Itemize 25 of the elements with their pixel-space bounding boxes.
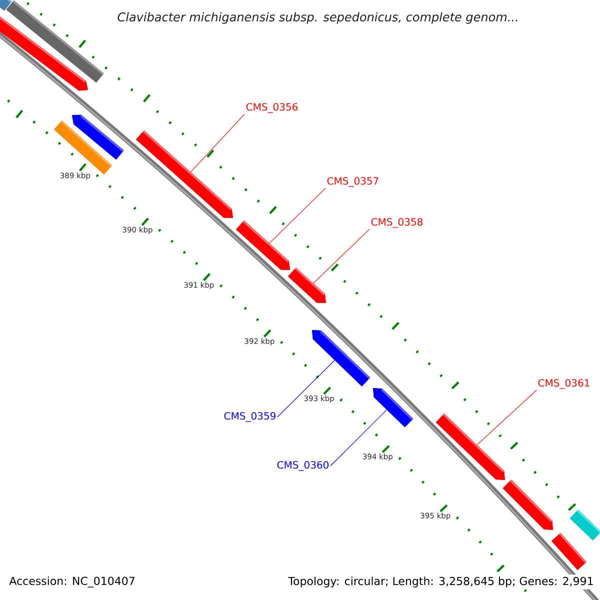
gene-label: CMS_0356 xyxy=(246,103,298,113)
gene-label: CMS_0357 xyxy=(327,177,378,187)
gene-bar xyxy=(373,388,414,428)
gene-bar xyxy=(312,330,370,386)
leader-line xyxy=(190,114,245,172)
gene-bar xyxy=(552,533,586,570)
leader-line xyxy=(330,410,387,466)
gene-bar xyxy=(288,268,326,303)
leader-line xyxy=(269,188,326,244)
gene-label: CMS_0360 xyxy=(277,461,329,471)
leader-line xyxy=(313,228,370,284)
gene-label: CMS_0359 xyxy=(224,412,276,422)
gene-label: CMS_0361 xyxy=(538,379,590,389)
gene-bar xyxy=(54,120,112,174)
gene-bar xyxy=(136,130,233,218)
title: Clavibacter michiganensis subsp. sepedonicus, complete genom... xyxy=(118,12,518,24)
gene-label: CMS_0358 xyxy=(371,218,423,228)
leader-line xyxy=(476,390,537,446)
gene-bar xyxy=(436,414,505,480)
leader-line xyxy=(277,360,335,418)
gene-bar xyxy=(236,220,290,270)
gene-bar xyxy=(502,480,553,530)
footer-text: Accession: NC_010407 xyxy=(9,576,134,588)
gene-bar xyxy=(570,510,600,540)
footer-text: Topology: circular; Length: 3,258,645 bp; Genes: 2,991 xyxy=(286,574,596,590)
